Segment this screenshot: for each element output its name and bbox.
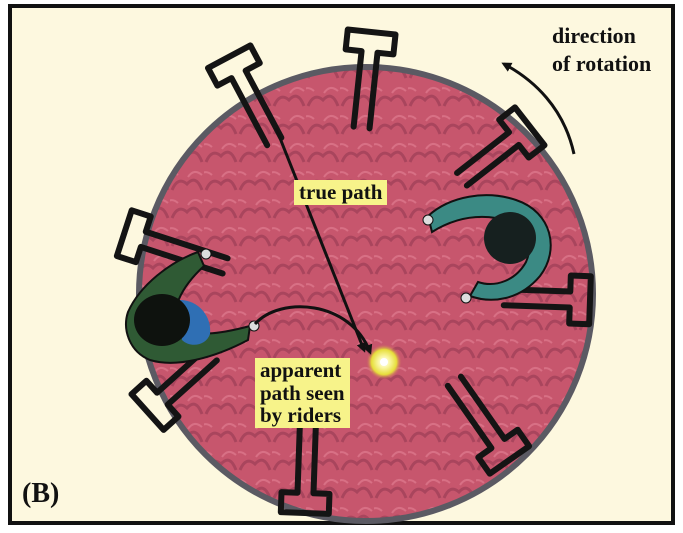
true-path-label: true path: [294, 180, 387, 205]
direction-label: direction of rotation: [552, 22, 651, 77]
apparent-path-label: apparent path seen by riders: [255, 358, 350, 428]
direction-line: of rotation: [552, 50, 651, 78]
apparent-path-line: by riders: [260, 404, 345, 427]
direction-line: direction: [552, 22, 651, 50]
apparent-path-line: apparent: [260, 359, 345, 382]
rotating-platform: [139, 67, 593, 521]
apparent-path-line: path seen: [260, 382, 345, 405]
panel-label: (B): [22, 478, 59, 510]
